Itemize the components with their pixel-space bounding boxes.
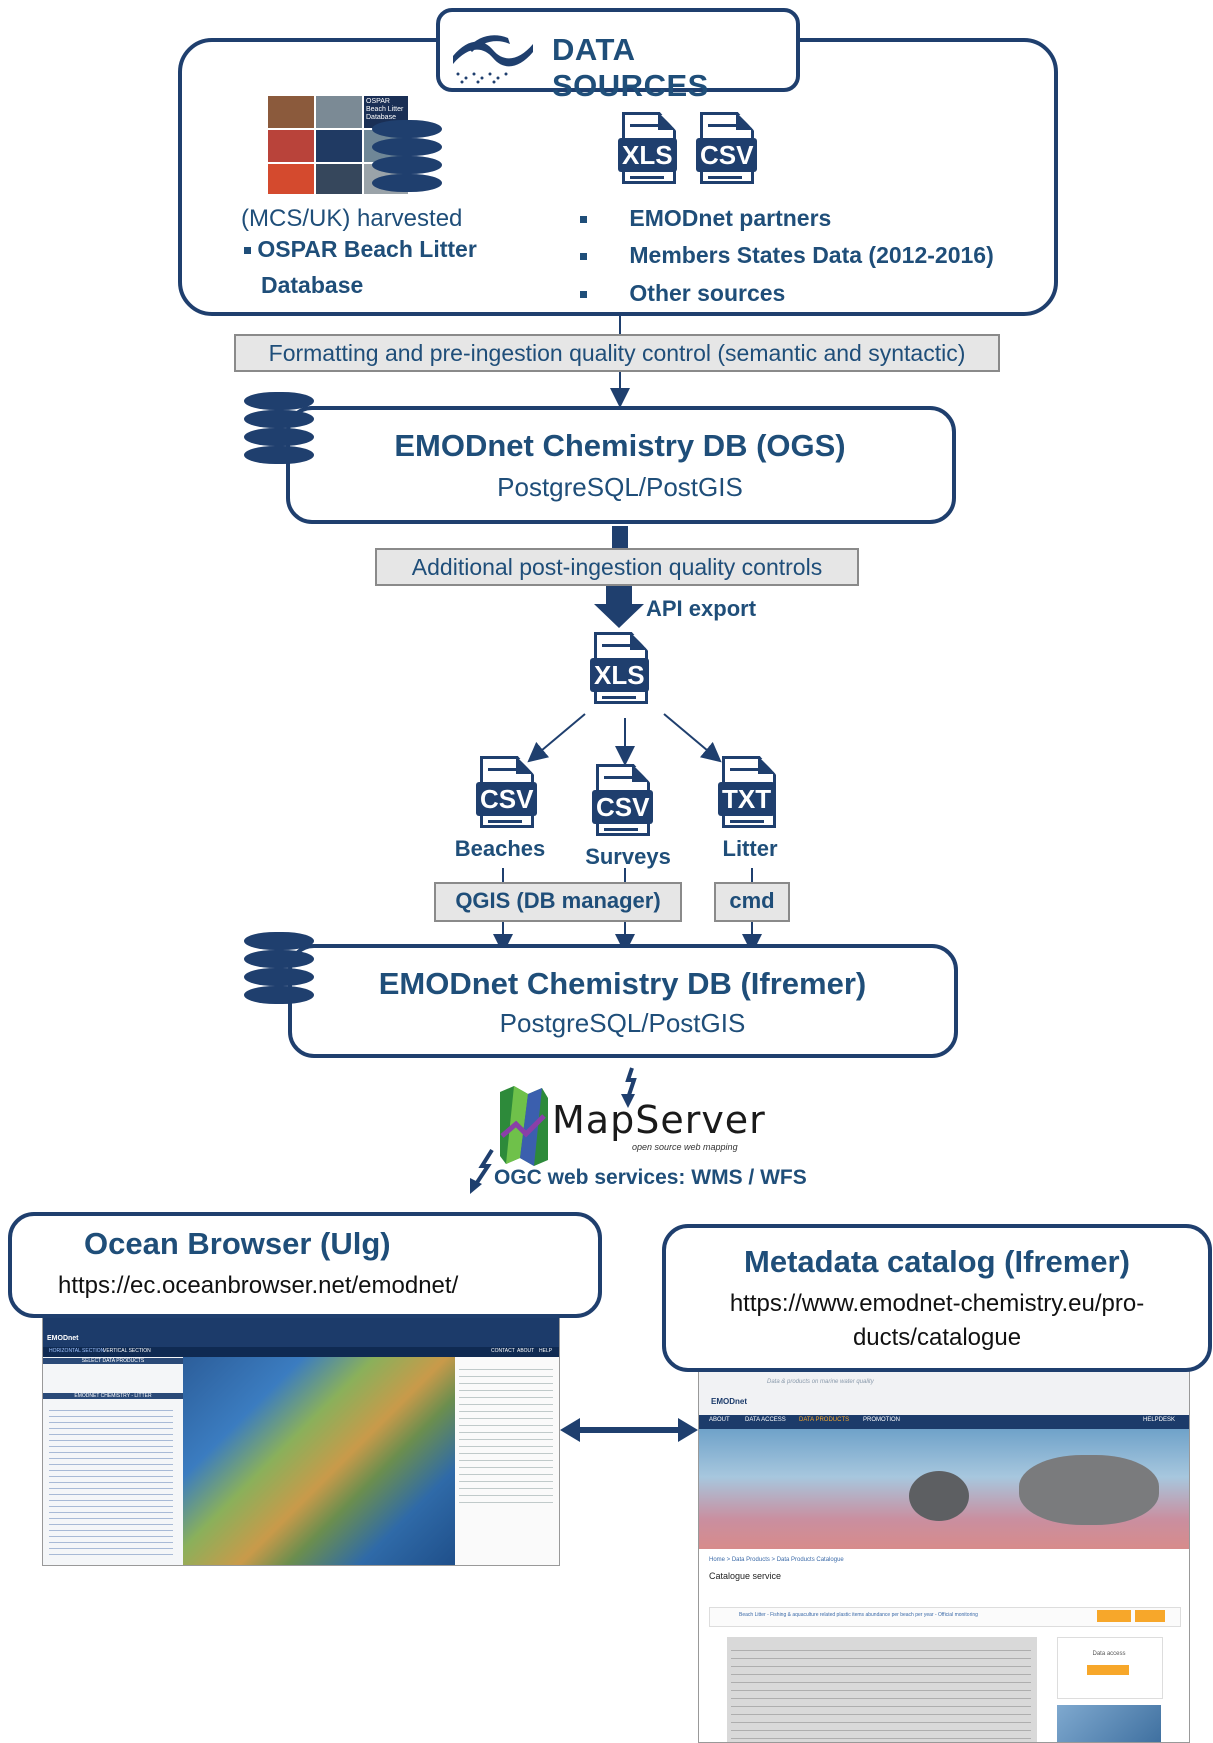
cat-item-title: Beach Litter - Fishing & aquaculture rel… — [739, 1612, 978, 1618]
metadata-catalog-url-line1[interactable]: https://www.emodnet-chemistry.eu/pro- — [729, 1290, 1145, 1317]
surveys-file-type: CSV — [592, 790, 654, 824]
cat-heading: Catalogue service — [709, 1571, 782, 1581]
cat-breadcrumb: Home > Data Products > Data Products Cat… — [709, 1557, 844, 1563]
metadata-catalog-box — [662, 1224, 1212, 1372]
api-export-label: API export — [646, 596, 757, 621]
litter-file-type: TXT — [718, 782, 776, 816]
cat-tagline: Data & products on marine water quality — [767, 1379, 874, 1385]
surveys-label: Surveys — [585, 844, 671, 869]
bullet-icon — [244, 247, 251, 255]
ocean-browser-url[interactable]: https://ec.oceanbrowser.net/emodnet/ — [58, 1272, 459, 1299]
bullet-icon — [580, 216, 587, 224]
xls-export-label: XLS — [590, 658, 649, 692]
cat-nav-4: PROMOTION — [863, 1417, 900, 1423]
ob-nav-right-1: CONTACT — [491, 1348, 515, 1354]
data-sources-header: DATA SOURCES — [436, 8, 800, 103]
ogs-db-box — [286, 406, 956, 524]
database-icon — [372, 120, 442, 200]
data-sources-title: DATA SOURCES — [552, 32, 709, 103]
database-icon — [244, 392, 314, 472]
ob-nav-right-3: HELP — [539, 1348, 553, 1354]
mapserver-logo-icon — [500, 1086, 548, 1166]
source-member-states: Members States Data (2012-2016) — [629, 242, 994, 268]
formatting-step-box: Formatting and pre-ingestion quality con… — [234, 334, 1000, 372]
beaches-file-type: CSV — [476, 782, 538, 816]
wave-logo-icon — [453, 35, 533, 84]
beaches-label: Beaches — [454, 836, 546, 861]
ifremer-db-subtitle: PostgreSQL/PostGIS — [499, 1008, 746, 1038]
source-emodnet-partners: EMODnet partners — [629, 205, 832, 231]
ob-map — [183, 1357, 455, 1565]
ifremer-db-box — [288, 944, 958, 1058]
litter-txt-file-icon: TXT — [718, 756, 788, 832]
surveys-csv-file-icon: CSV — [592, 764, 662, 840]
post-ingestion-step-box: Additional post-ingestion quality contro… — [375, 548, 859, 586]
xls-file-label: XLS — [618, 138, 677, 172]
ocean-browser-title: Ocean Browser (Ulg) — [84, 1226, 391, 1261]
cat-nav-2: DATA ACCESS — [745, 1417, 786, 1423]
ob-brand: EMODnet — [47, 1335, 79, 1342]
source-other: Other sources — [629, 280, 786, 306]
ocean-browser-box — [8, 1212, 602, 1318]
bullet-icon — [580, 291, 587, 299]
xls-export-file-icon: XLS — [590, 632, 660, 708]
cat-nav-3: DATA PRODUCTS — [799, 1417, 850, 1423]
bullet-icon — [580, 253, 587, 261]
cat-nav-right: HELPDESK — [1143, 1417, 1176, 1423]
litter-label: Litter — [722, 836, 778, 861]
cat-data-access: Data access — [1092, 1651, 1126, 1657]
source-bullet-2: Members States Data (2012-2016) — [580, 242, 994, 269]
qgis-tool-box: QGIS (DB manager) — [434, 882, 682, 922]
ocean-browser-screenshot: EMODnet HORIZONTAL SECTION VERTICAL SECT… — [42, 1302, 560, 1566]
source-bullet-1: EMODnet partners — [580, 205, 831, 232]
ob-nav-right-2: ABOUT — [517, 1348, 535, 1354]
ob-panel-sub: EMODNET CHEMISTRY - LITTER — [43, 1393, 183, 1399]
ob-panel-title: SELECT DATA PRODUCTS — [43, 1358, 183, 1364]
mapserver-name: MapServer — [552, 1098, 766, 1142]
ogc-services-label: OGC web services: WMS / WFS — [494, 1166, 807, 1189]
metadata-catalog-title: Metadata catalog (Ifremer) — [744, 1244, 1130, 1279]
ospar-bullet-line1: OSPAR Beach Litter — [244, 236, 477, 263]
xls-file-icon: XLS — [618, 112, 688, 188]
ogs-db-subtitle: PostgreSQL/PostGIS — [497, 472, 743, 502]
cat-brand: EMODnet — [711, 1397, 747, 1406]
cmd-tool-box: cmd — [714, 882, 790, 922]
cat-nav-1: ABOUT — [709, 1417, 730, 1423]
ospar-bullet-line2: Database — [261, 272, 364, 298]
beaches-csv-file-icon: CSV — [476, 756, 546, 832]
source-bullet-3: Other sources — [580, 280, 785, 307]
ospar-harvested-label: (MCS/UK) harvested — [241, 205, 463, 232]
csv-file-icon: CSV — [696, 112, 766, 188]
ob-nav-1: HORIZONTAL SECTION — [49, 1348, 105, 1354]
ob-nav-2: VERTICAL SECTION — [103, 1348, 151, 1354]
ospar-db-label: OSPAR Beach Litter — [257, 236, 477, 262]
metadata-catalog-url-line2[interactable]: ducts/catalogue — [852, 1324, 1022, 1351]
metadata-catalog-screenshot: EMODnet Data & products on marine water … — [698, 1358, 1190, 1743]
ifremer-db-title: EMODnet Chemistry DB (Ifremer) — [378, 966, 867, 1001]
mapserver-tagline: open source web mapping — [632, 1142, 738, 1152]
database-icon — [244, 932, 314, 1012]
csv-file-label: CSV — [696, 138, 758, 172]
ogs-db-title: EMODnet Chemistry DB (OGS) — [394, 428, 846, 463]
